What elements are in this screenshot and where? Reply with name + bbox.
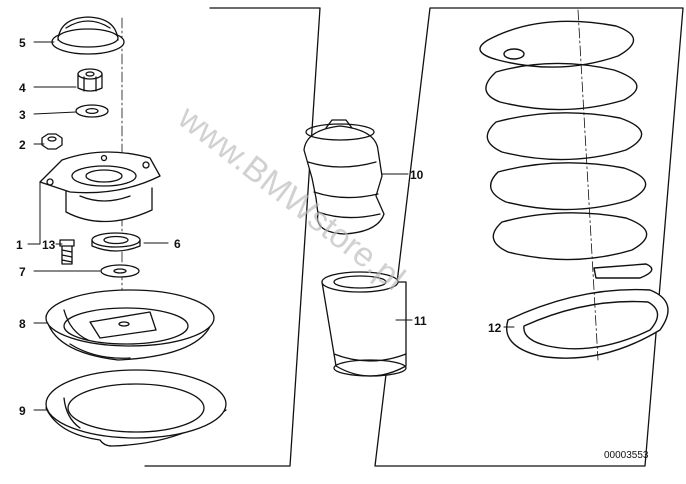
callout-11: 11 bbox=[414, 314, 427, 328]
callout-2: 2 bbox=[19, 138, 26, 152]
part-6-rubber-ring bbox=[91, 232, 141, 252]
callout-4: 4 bbox=[19, 81, 26, 95]
part-7-washer bbox=[100, 264, 140, 278]
callout-1: 1 bbox=[16, 238, 23, 252]
part-3-washer bbox=[75, 104, 109, 118]
part-12-coil-spring bbox=[479, 20, 669, 359]
callout-7: 7 bbox=[19, 265, 26, 279]
part-8-spring-seat bbox=[45, 289, 215, 361]
callout-5: 5 bbox=[19, 36, 26, 50]
callout-8: 8 bbox=[19, 317, 26, 331]
frame-left-group bbox=[144, 7, 321, 467]
callout-9: 9 bbox=[19, 404, 26, 418]
part-2-small-nut bbox=[41, 133, 63, 150]
callout-3: 3 bbox=[19, 108, 26, 122]
part-10-bump-stop bbox=[303, 119, 385, 235]
part-9-lower-pad bbox=[45, 369, 227, 447]
axis-line-right bbox=[577, 9, 599, 361]
leader-lines bbox=[27, 41, 515, 411]
part-1-strut-mount bbox=[39, 151, 161, 223]
part-5-mount-cap bbox=[51, 16, 125, 55]
callout-12: 12 bbox=[488, 321, 502, 335]
callout-13: 13 bbox=[42, 238, 56, 252]
part-4-nut bbox=[77, 68, 103, 92]
callout-10: 10 bbox=[410, 168, 424, 182]
callout-6: 6 bbox=[174, 237, 181, 251]
part-11-dust-boot bbox=[321, 271, 407, 377]
drawing-part-number: 00003553 bbox=[604, 450, 649, 461]
frame-right-group bbox=[374, 7, 684, 467]
